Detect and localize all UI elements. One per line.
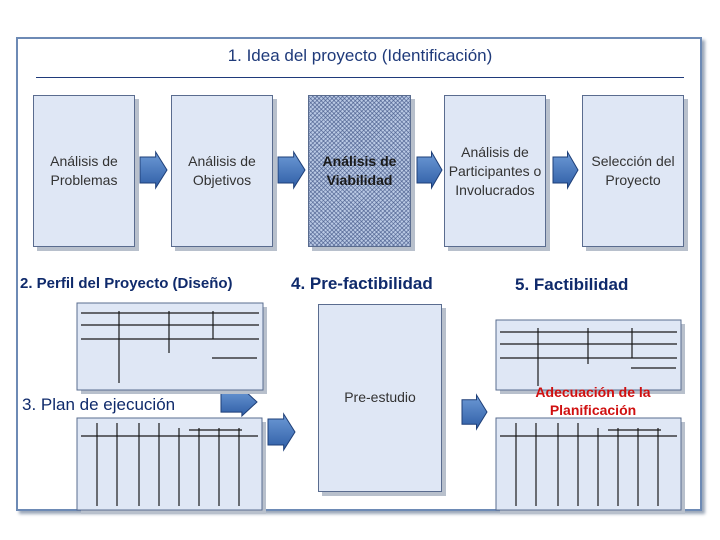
arrow-right-icon [139,150,168,190]
table-frame [76,417,263,511]
box-analisis-objetivos-label: Análisis de Objetivos [188,153,256,188]
table-perfil [76,302,267,394]
pre-estudio-label: Pre-estudio [344,389,416,405]
box-analisis-participantes-label: Análisis de Participantes o Involucrados [448,143,542,198]
pre-factibilidad-label: 4. Pre-factibilidad [291,274,433,293]
box-analisis-viabilidad: Análisis de Viabilidad [308,95,411,247]
table-frame [495,417,682,511]
arrow-right-icon [461,393,488,431]
box-analisis-problemas: Análisis de Problemas [33,95,135,247]
table-factibilidad [495,319,685,394]
perfil-proyecto-label: 2. Perfil del Proyecto (Diseño) [20,275,233,292]
arrow-right-icon [277,150,306,190]
title-separator [36,77,684,78]
box-seleccion-proyecto: Selección del Proyecto [582,95,684,247]
table-frame [76,302,264,391]
box-pre-estudio: Pre-estudio [318,304,442,492]
box-analisis-viabilidad-label: Análisis de Viabilidad [322,153,397,188]
arrow-right-icon [416,150,443,190]
table-adecuacion [495,417,685,514]
box-analisis-participantes: Análisis de Participantes o Involucrados [444,95,546,247]
factibilidad-label: 5. Factibilidad [515,275,629,294]
flow-arrows [139,150,579,452]
table-plan [76,417,266,514]
arrow-right-icon [552,150,579,190]
plan-ejecucion-label: 3. Plan de ejecución [22,395,176,414]
arrow-right-icon [267,412,296,452]
adecuacion-planificacion-label: Adecuación de la Planificación [535,384,651,418]
grid-tables [76,302,685,514]
box-analisis-objetivos: Análisis de Objetivos [171,95,273,247]
box-analisis-problemas-label: Análisis de Problemas [50,153,118,188]
box-seleccion-proyecto-label: Selección del Proyecto [591,153,675,188]
diagram-title: 1. Idea del proyecto (Identificación) [227,46,493,65]
